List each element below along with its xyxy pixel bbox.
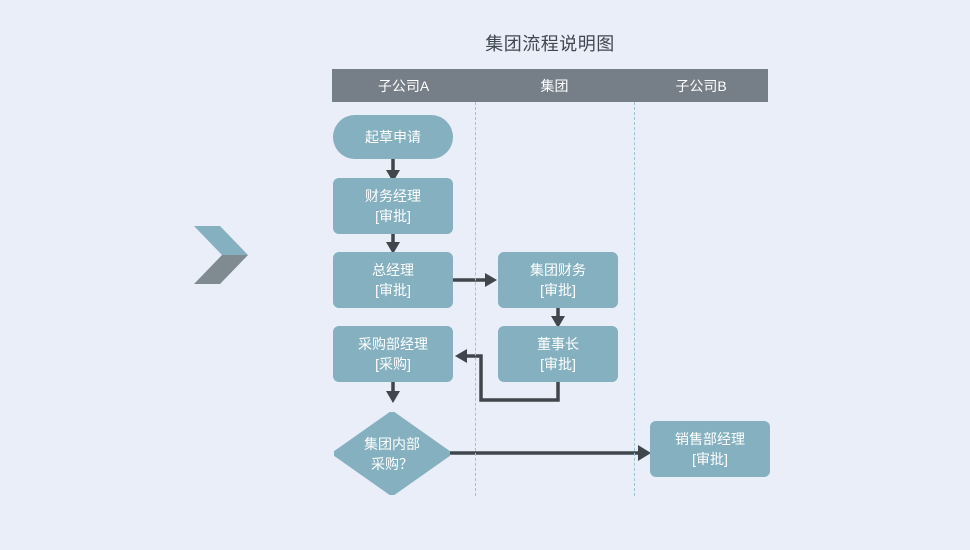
- node-finance-manager-line1: 财务经理: [365, 188, 421, 204]
- node-sales-manager[interactable]: 销售部经理 [审批]: [650, 421, 770, 477]
- node-sales-manager-line2: [审批]: [692, 451, 728, 467]
- node-board-chairman-line2: [审批]: [540, 356, 576, 372]
- double-chevron-right-icon: [194, 226, 248, 284]
- node-purchasing-manager-line1: 采购部经理: [358, 336, 428, 352]
- edge-finance-to-gm: [386, 234, 400, 254]
- node-group-finance-line1: 集团财务: [530, 262, 586, 278]
- node-board-chairman-line1: 董事长: [537, 336, 579, 352]
- lane-header-group: 集团: [540, 77, 569, 94]
- lane-header-subsidiary-b: 子公司B: [675, 77, 727, 94]
- node-draft-application-line1: 起草申请: [365, 129, 421, 145]
- swimlane-header: 子公司A 集团 子公司B: [332, 69, 768, 102]
- page-title: 集团流程说明图: [485, 34, 615, 54]
- lane-divider-a-group: [475, 102, 476, 496]
- node-purchasing-manager-line2: [采购]: [375, 356, 411, 372]
- edge-purchasing-to-decision: [386, 382, 400, 403]
- node-finance-manager[interactable]: 财务经理 [审批]: [333, 178, 453, 234]
- node-purchasing-manager[interactable]: 采购部经理 [采购]: [333, 326, 453, 382]
- node-draft-application[interactable]: 起草申请: [333, 115, 453, 159]
- node-internal-purchase-decision[interactable]: 集团内部 采购？: [334, 412, 450, 495]
- node-finance-manager-line2: [审批]: [375, 208, 411, 224]
- edge-decision-to-sales: [450, 445, 651, 461]
- node-group-finance-line2: [审批]: [540, 282, 576, 298]
- lane-header-subsidiary-a: 子公司A: [377, 77, 430, 94]
- node-board-chairman[interactable]: 董事长 [审批]: [498, 326, 618, 382]
- diamond-shape: [334, 412, 450, 495]
- edge-draft-to-finance: [386, 159, 400, 182]
- node-general-manager[interactable]: 总经理 [审批]: [333, 252, 453, 308]
- node-general-manager-line2: [审批]: [375, 282, 411, 298]
- node-general-manager-line1: 总经理: [372, 262, 414, 278]
- lane-divider-group-b: [634, 102, 635, 496]
- node-group-finance[interactable]: 集团财务 [审批]: [498, 252, 618, 308]
- node-sales-manager-line1: 销售部经理: [675, 431, 745, 447]
- edge-group-finance-to-chairman: [551, 308, 565, 328]
- edge-gm-to-group-finance: [453, 273, 497, 287]
- edge-chairman-to-purchasing: [455, 349, 560, 402]
